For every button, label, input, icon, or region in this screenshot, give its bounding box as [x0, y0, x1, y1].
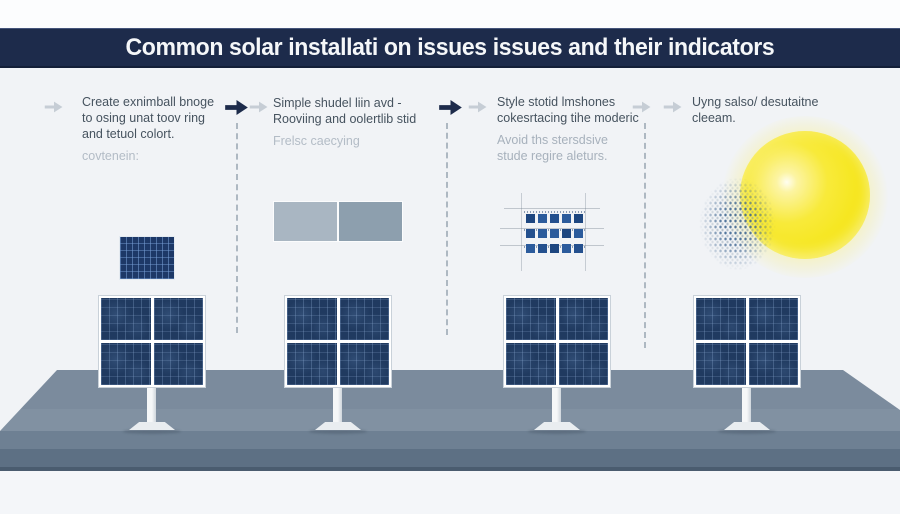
column-3-line: Style stotid lmshones — [497, 95, 616, 109]
column-1-line: Create exnimball bnoge — [82, 95, 215, 109]
stand-shadow — [309, 429, 367, 434]
gray-rectangle-right — [339, 202, 402, 241]
solar-panel-1 — [98, 295, 206, 388]
solar-panel-quadrant — [101, 298, 151, 340]
column-2-subtext: Frelsc caecying — [273, 134, 360, 148]
column-2-line: Simple shudel liin avd - — [273, 96, 402, 110]
platform-front-face — [0, 431, 900, 471]
solar-panel-quadrant — [558, 298, 608, 340]
solar-panel-quadrant — [287, 343, 337, 385]
halftone-dots-graphic — [698, 170, 784, 278]
stand-shadow — [718, 429, 776, 434]
right-arrow-light-icon — [468, 100, 488, 119]
right-arrow-light-icon — [44, 100, 64, 119]
solar-panel-quadrant — [506, 298, 556, 340]
column-1-line: to osing unat toov ring — [82, 111, 205, 125]
stand-shadow — [123, 429, 181, 434]
blue-square-schematic-graphic — [498, 190, 610, 275]
dashed-separator-2 — [446, 123, 448, 335]
column-2-line: Rooviing and oolertlib stid — [273, 112, 417, 126]
dashed-separator-3 — [644, 123, 646, 348]
title-banner: Common solar installati on issues issues… — [0, 28, 900, 68]
panel-stand — [147, 387, 156, 425]
panel-stand-base — [724, 422, 770, 430]
solar-panel-3 — [503, 295, 611, 388]
column-1-subtext: covtenein: — [82, 149, 139, 163]
small-solar-panel-graphic — [119, 236, 175, 280]
dashed-separator-1 — [236, 123, 238, 333]
blue-square-grid — [526, 214, 583, 253]
panel-stand-base — [129, 422, 175, 430]
solar-panel-quadrant — [748, 343, 798, 385]
panel-stand — [333, 387, 342, 425]
solar-panel-quadrant — [558, 343, 608, 385]
two-gray-rectangles-graphic — [273, 201, 403, 242]
solar-panel-quadrant — [339, 343, 389, 385]
right-arrow-dark-icon — [224, 99, 249, 121]
solar-panel-quadrant — [287, 298, 337, 340]
column-3-subtext: stude regire aleturs. — [497, 149, 608, 163]
column-1-line: and tetuol colort. — [82, 127, 175, 141]
column-1-text: Create exnimball bnoge to osing unat too… — [82, 94, 252, 164]
panel-stand — [552, 387, 561, 425]
right-arrow-light-icon — [249, 100, 269, 119]
column-3-subtext: Avoid ths stersdsive — [497, 133, 608, 147]
solar-panel-quadrant — [748, 298, 798, 340]
top-margin-strip — [0, 0, 900, 28]
bottom-margin-strip — [0, 471, 900, 514]
right-arrow-dark-icon — [438, 99, 463, 121]
solar-panel-quadrant — [696, 343, 746, 385]
solar-panel-quadrant — [506, 343, 556, 385]
panel-stand-base — [315, 422, 361, 430]
page-title: Common solar installati on issues issues… — [125, 33, 775, 61]
column-3-text: Style stotid lmshones cokesrtacing tihe … — [497, 94, 667, 164]
column-4-text: Uyng salso/ desutaitne cleeam. — [692, 94, 862, 126]
column-2-text: Simple shudel liin avd - Rooviing and oo… — [273, 95, 443, 149]
solar-panel-quadrant — [339, 298, 389, 340]
panel-stand-base — [534, 422, 580, 430]
panel-stand — [742, 387, 751, 425]
right-arrow-light-icon — [632, 100, 652, 119]
column-4-line: cleeam. — [692, 111, 736, 125]
solar-panel-2 — [284, 295, 392, 388]
solar-panel-4 — [693, 295, 801, 388]
solar-panel-quadrant — [101, 343, 151, 385]
solar-panel-quadrant — [696, 298, 746, 340]
solar-panel-quadrant — [153, 298, 203, 340]
column-4-line: Uyng salso/ desutaitne — [692, 95, 819, 109]
right-arrow-light-icon — [663, 100, 683, 119]
stand-shadow — [528, 429, 586, 434]
gray-rectangle-left — [274, 202, 337, 241]
column-3-line: cokesrtacing tihe moderic — [497, 111, 639, 125]
solar-panel-quadrant — [153, 343, 203, 385]
